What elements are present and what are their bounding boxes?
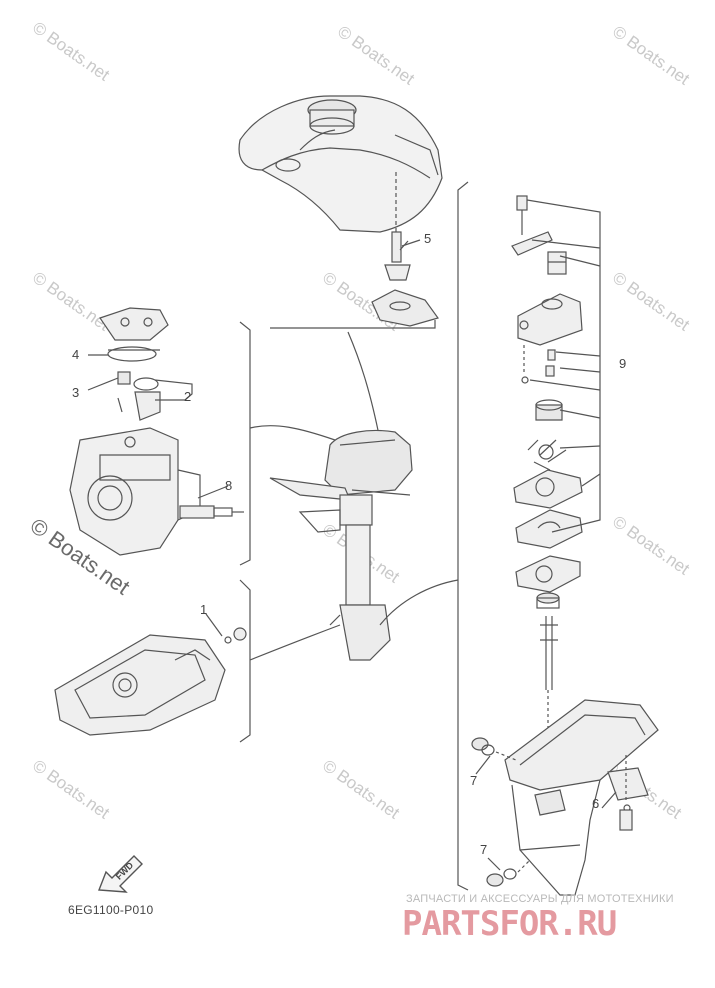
callout-4: 4 bbox=[72, 347, 80, 362]
callout-6: 6 bbox=[592, 796, 600, 811]
callout-7: 7 bbox=[470, 773, 478, 788]
fuel-cock bbox=[371, 231, 439, 327]
fuel-tank-cover bbox=[238, 95, 443, 233]
water-pump-parts bbox=[511, 195, 583, 740]
lower-unit bbox=[471, 699, 659, 896]
callout-2: 2 bbox=[184, 389, 192, 404]
callout-8: 8 bbox=[225, 478, 233, 493]
callout-1: 1 bbox=[200, 602, 208, 617]
forward-arrow-icon: FWD bbox=[98, 855, 143, 893]
outboard-motor bbox=[269, 429, 413, 661]
crankcase bbox=[54, 613, 247, 736]
callout-3: 3 bbox=[72, 385, 80, 400]
callout-5: 5 bbox=[424, 231, 432, 246]
diagram-code: 6EG1100-P010 bbox=[68, 903, 154, 917]
shop-logo: PARTSFOR.RU bbox=[402, 904, 617, 944]
callout-9: 9 bbox=[619, 356, 627, 371]
callout-7: 7 bbox=[480, 842, 488, 857]
shop-tagline: ЗАПЧАСТИ И АКСЕССУАРЫ ДЛЯ МОТОТЕХНИКИ bbox=[406, 893, 674, 905]
cylinder-block bbox=[69, 307, 201, 556]
spark-plug bbox=[179, 485, 244, 519]
